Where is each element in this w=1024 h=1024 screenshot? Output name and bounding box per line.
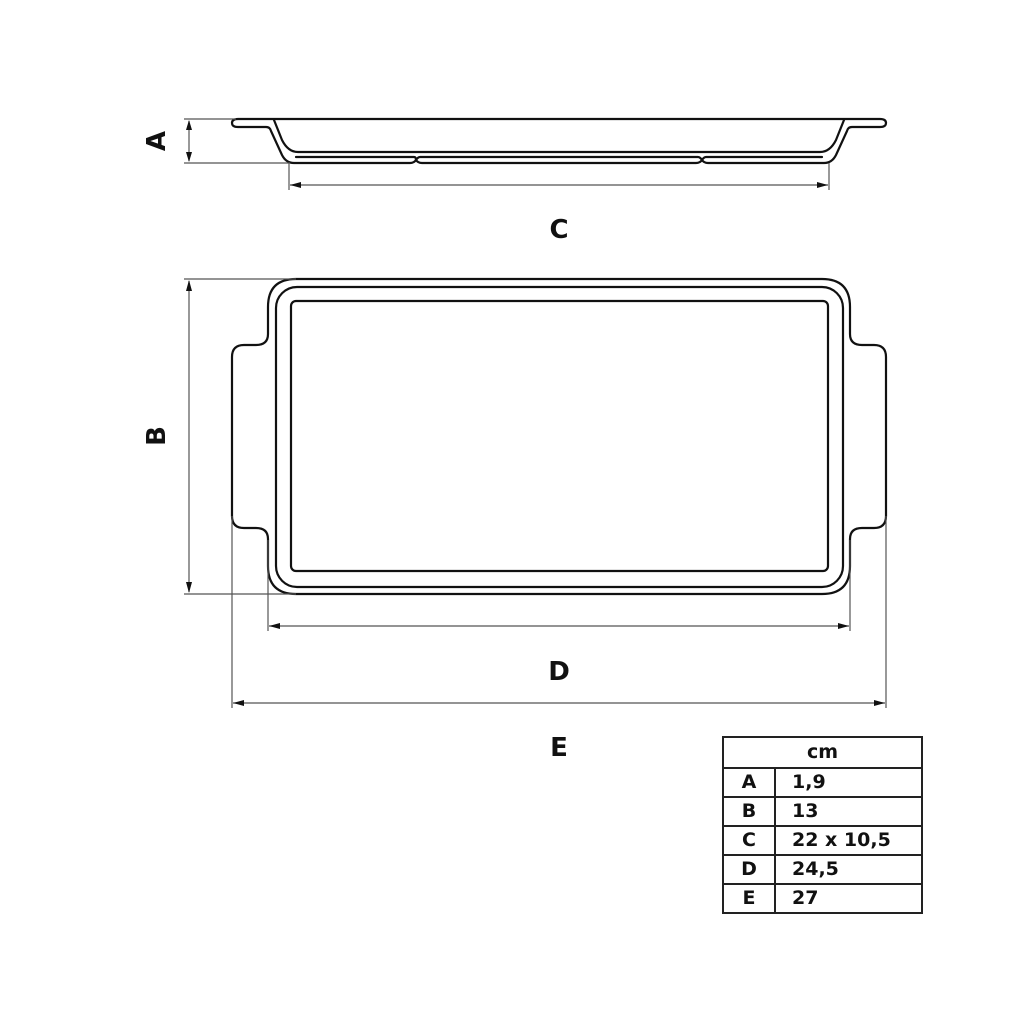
table-row: D 24,5 — [722, 854, 923, 885]
table-row: A 1,9 — [722, 767, 923, 798]
top-view-rim-line — [274, 285, 845, 589]
arrow-e-right-icon — [874, 700, 885, 706]
row-key: A — [722, 767, 776, 798]
arrow-e-left-icon — [233, 700, 244, 706]
table-row: C 22 x 10,5 — [722, 825, 923, 856]
table-row: B 13 — [722, 796, 923, 827]
row-value: 27 — [774, 883, 923, 914]
arrow-c-left-icon — [290, 182, 301, 188]
side-view: A C — [142, 117, 888, 245]
arrow-a-up-icon — [186, 120, 192, 130]
arrow-a-down-icon — [186, 152, 192, 162]
row-value: 1,9 — [774, 767, 923, 798]
unit-header: cm — [722, 736, 923, 769]
label-e: E — [550, 733, 568, 763]
top-view-inner-floor — [289, 299, 830, 573]
side-view-base-line — [294, 155, 824, 162]
side-view-outer-profile — [230, 117, 888, 165]
table-row: E 27 — [722, 883, 923, 914]
row-value: 22 x 10,5 — [774, 825, 923, 856]
row-key: B — [722, 796, 776, 827]
arrow-b-down-icon — [186, 582, 192, 593]
arrow-b-up-icon — [186, 280, 192, 291]
label-d: D — [548, 657, 570, 687]
row-key: D — [722, 854, 776, 885]
top-view-outer-contour — [230, 277, 888, 596]
row-key: C — [722, 825, 776, 856]
row-value: 13 — [774, 796, 923, 827]
row-value: 24,5 — [774, 854, 923, 885]
arrow-c-right-icon — [817, 182, 828, 188]
row-key: E — [722, 883, 776, 914]
label-b: B — [142, 426, 172, 446]
label-c: C — [549, 215, 568, 245]
dimensions-table: cm A 1,9 B 13 C 22 x 10,5 D 24,5 E 27 — [722, 736, 923, 914]
side-view-inner-floor — [272, 118, 846, 154]
arrow-d-right-icon — [838, 623, 849, 629]
label-a: A — [142, 131, 172, 151]
top-view: B D E — [142, 277, 888, 763]
table-header-row: cm — [722, 736, 923, 769]
arrow-d-left-icon — [269, 623, 280, 629]
